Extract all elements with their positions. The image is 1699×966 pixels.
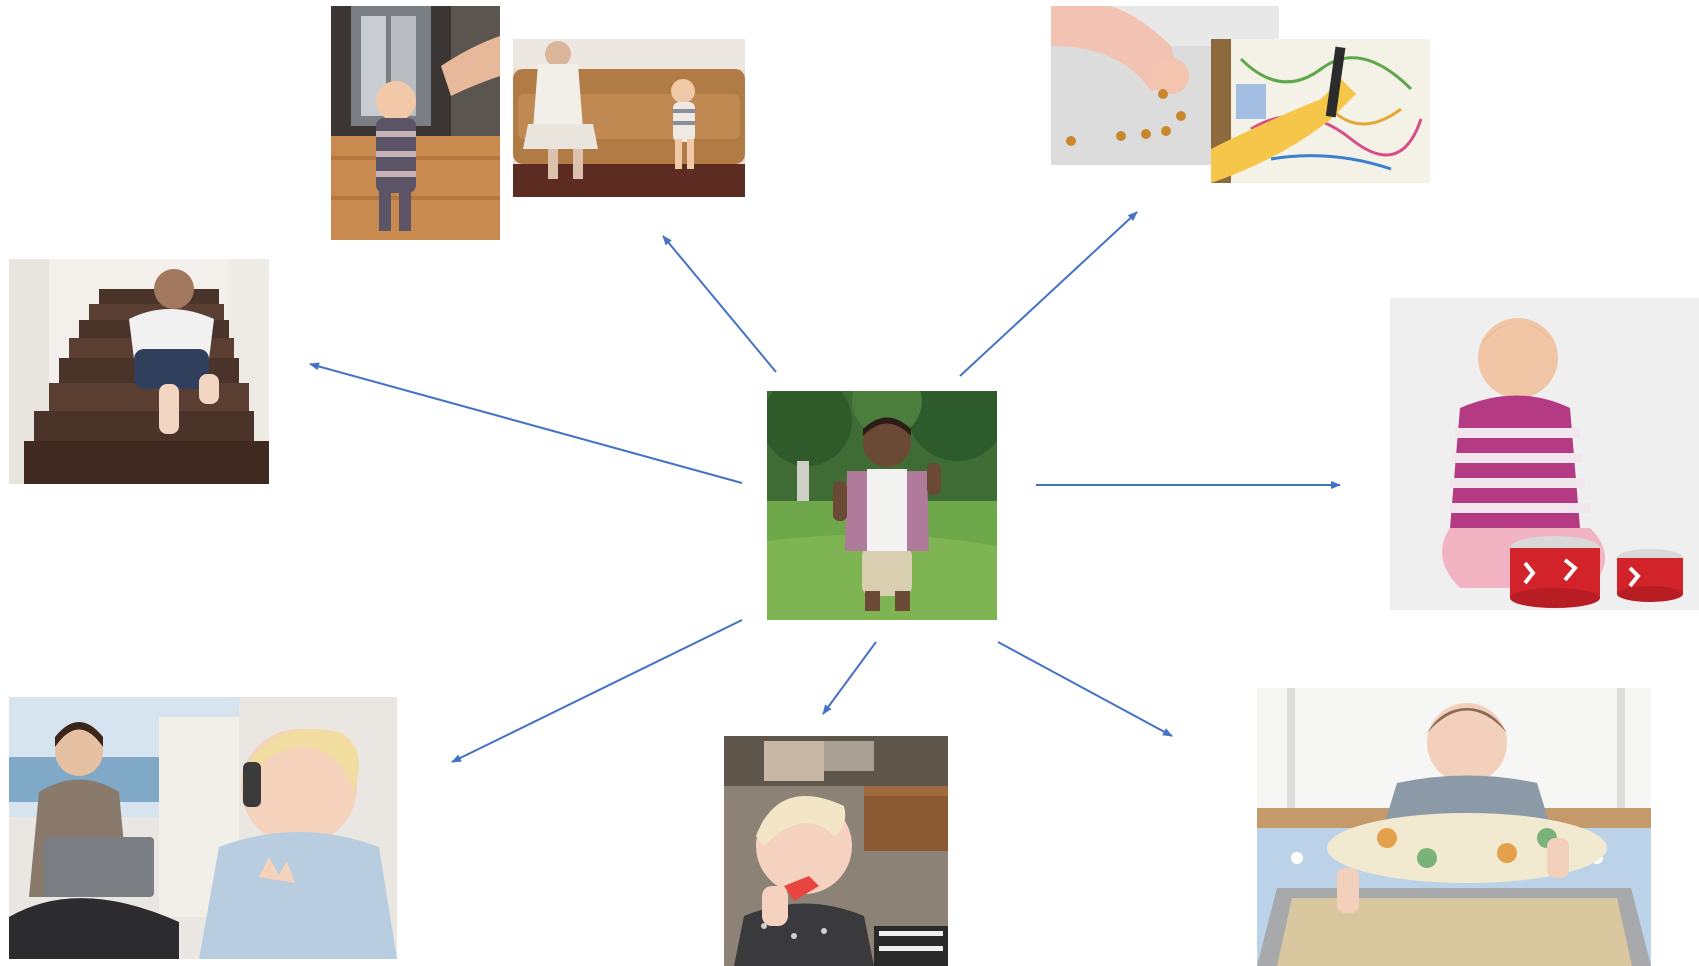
photo-sensory-tray (1257, 688, 1651, 966)
arrow-to-pretend-play (451, 619, 743, 763)
arrow-to-walking (662, 235, 777, 373)
photo-cruising-couch (513, 39, 745, 197)
arrow-to-fine-motor (959, 211, 1138, 377)
photo-toy-drums (1390, 298, 1699, 610)
photo-climbing-stairs (9, 259, 269, 484)
photo-drawing-crayon (1211, 39, 1430, 183)
photo-pretend-phone (9, 697, 397, 959)
center-photo-toddler (767, 391, 997, 620)
arrow-to-stairs (309, 362, 743, 484)
photo-eating-snack (724, 736, 948, 966)
photo-first-steps (331, 6, 500, 240)
arrow-to-sensory (997, 641, 1173, 737)
arrow-to-eating (822, 641, 877, 715)
